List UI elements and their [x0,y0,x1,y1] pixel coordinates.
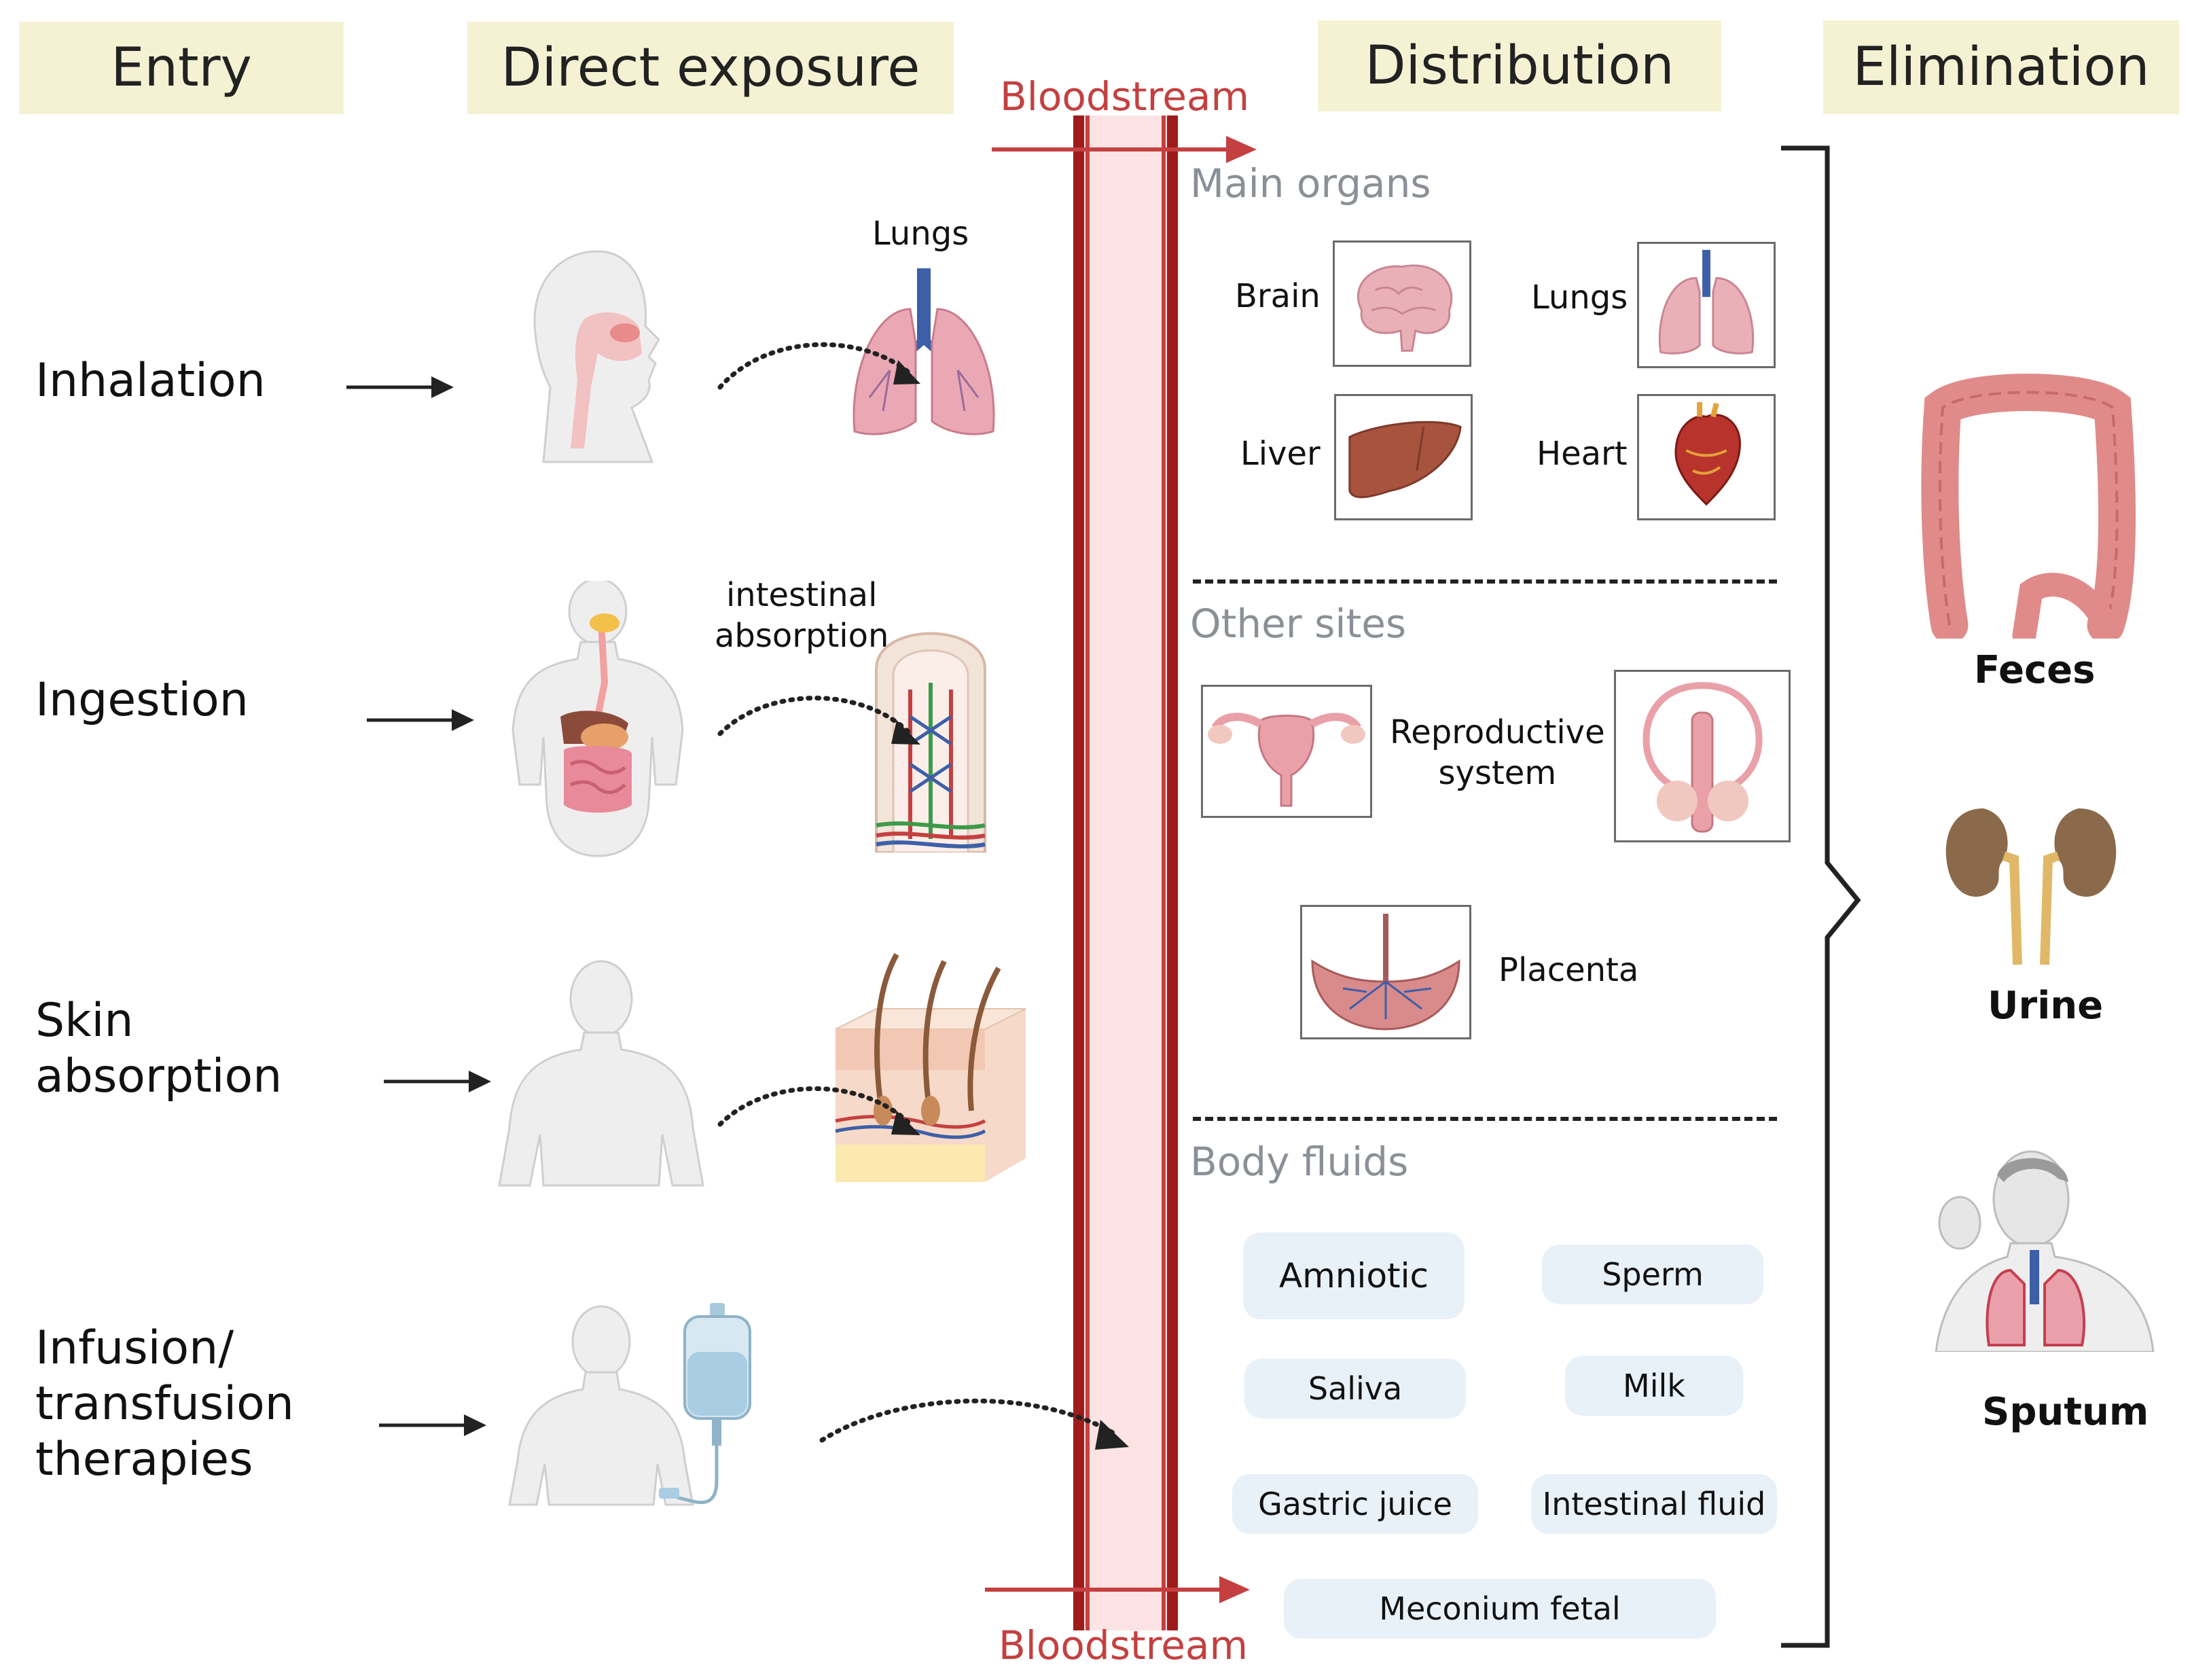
heart-icon [1674,401,1741,506]
sputum-label: Sputum [1982,1390,2149,1434]
dotted-arrow-skin [717,1086,920,1135]
skin-body-icon [498,960,704,1187]
intestinal-villus-icon [875,632,986,853]
header-direct-exposure: Direct exposure [467,22,954,114]
male-reproductive-box [1614,670,1791,842]
pill-amniotic: Amniotic [1243,1232,1465,1319]
route-ingestion-label: Ingestion [35,673,249,727]
header-distribution-label: Distribution [1365,35,1674,96]
iv-bag-icon [659,1303,751,1505]
reproductive-label-line1: Reproductive [1390,713,1605,751]
bloodstream-arrow-bottom [985,1576,1250,1603]
intestinal-label-line1: intestinal [725,576,878,614]
route-inhalation-label: Inhalation [35,354,266,408]
intestinal-label: intestinal absorption [715,575,888,656]
placenta-box [1300,905,1471,1039]
colon-icon [1921,374,2136,639]
header-elimination-label: Elimination [1852,37,2150,98]
pill-intestinal-fluid: Intestinal fluid [1531,1474,1777,1534]
bloodstream-vessel [1073,115,1178,1630]
reproductive-label: Reproductive system [1390,712,1605,793]
feces-label: Feces [1974,648,2096,692]
skin-layers-icon [835,953,1026,1182]
uterus-box [1201,685,1372,818]
dotted-arrow-ingestion [717,696,920,745]
bloodstream-bottom-label: Bloodstream [999,1622,1248,1668]
pill-sperm: Sperm [1542,1245,1763,1304]
reproductive-label-line2: system [1438,754,1557,792]
pill-milk: Milk [1565,1356,1743,1416]
header-distribution: Distribution [1318,20,1721,111]
brain-icon [1357,264,1453,352]
intestinal-label-line2: absorption [715,617,889,655]
arrow-skin [384,1071,491,1092]
header-direct-exposure-label: Direct exposure [501,37,920,99]
pill-saliva: Saliva [1244,1359,1466,1418]
lungs-small-icon [1658,249,1755,355]
pill-meconium-fetal: Meconium fetal [1284,1579,1716,1639]
dotted-arrow-inhalation [717,342,920,390]
header-entry: Entry [19,22,344,114]
arrow-infusion [379,1414,486,1436]
route-infusion-line3: therapies [35,1433,253,1486]
arrow-ingestion [367,709,474,731]
route-infusion-line1: Infusion/ [35,1321,234,1375]
liver-label: Liver [1240,435,1321,473]
urine-label: Urine [1988,984,2104,1028]
digestive-body-icon [511,581,684,857]
liver-icon [1348,421,1462,499]
heart-label: Heart [1537,435,1628,473]
route-skin-label: Skin absorption [35,993,282,1105]
head-profile-icon [533,250,660,463]
header-entry-label: Entry [111,37,252,99]
male-reproductive-icon [1643,682,1763,833]
lungs-box [1637,242,1776,368]
sputum-person-icon [1935,1150,2155,1352]
placenta-icon [1311,914,1460,1031]
body-fluids-title: Body fluids [1190,1139,1409,1185]
dotted-arrow-infusion [819,1398,1129,1450]
brain-box [1333,240,1471,367]
distribution-bracket [1781,145,1861,1648]
header-elimination: Elimination [1823,20,2179,114]
lungs-target-label: Lungs [872,215,969,253]
main-organs-title: Main organs [1190,160,1431,207]
divider-main-organs [1193,579,1777,584]
infusion-body-icon [508,1305,694,1506]
heart-box [1637,394,1776,520]
brain-label: Brain [1235,277,1321,315]
bloodstream-top-label: Bloodstream [1000,73,1249,120]
placenta-label: Placenta [1498,951,1639,989]
lungs-large-icon [852,268,995,435]
route-infusion-line2: transfusion [35,1377,294,1431]
kidneys-icon [1945,808,2117,965]
pill-gastric-juice: Gastric juice [1232,1474,1478,1534]
route-infusion-label: Infusion/ transfusion therapies [35,1321,294,1488]
route-skin-line2: absorption [35,1050,283,1103]
arrow-inhalation [346,376,454,398]
divider-other-sites [1193,1117,1777,1121]
liver-box [1334,394,1473,520]
bloodstream-arrow-top [992,136,1257,163]
uterus-icon [1208,713,1365,807]
lungs-organ-label: Lungs [1531,279,1628,317]
route-skin-line1: Skin [35,994,134,1048]
other-sites-title: Other sites [1190,601,1407,647]
